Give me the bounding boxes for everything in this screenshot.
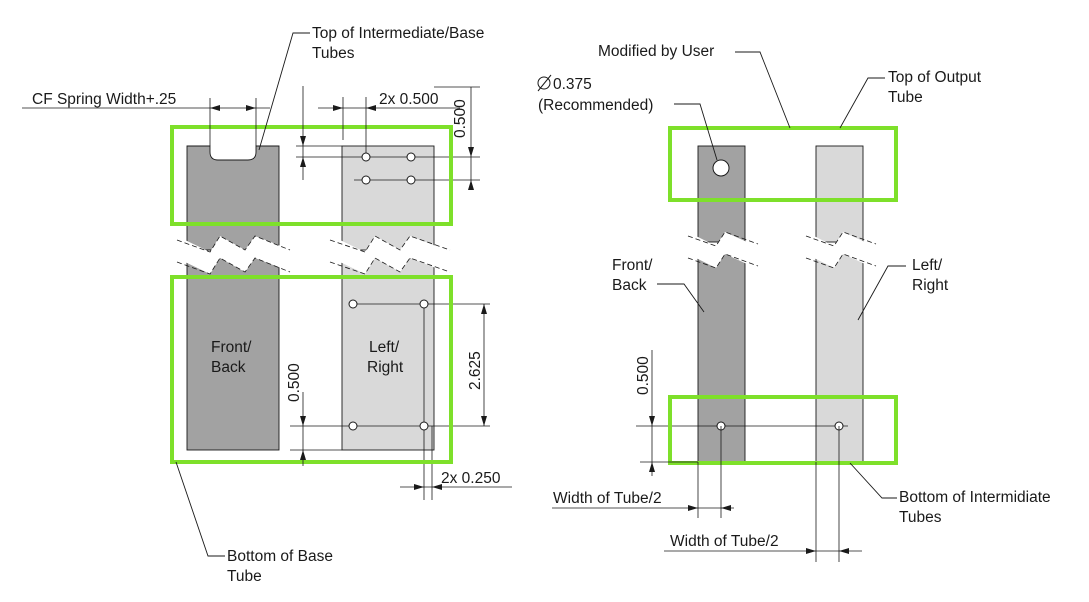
dim-2625: 2.625: [467, 304, 487, 426]
recommended-hole: [712, 159, 730, 177]
hole: [406, 175, 416, 185]
hole: [406, 152, 416, 162]
left-right-label-left-1: Left/: [369, 339, 400, 356]
diameter-icon: [537, 74, 552, 92]
dim-2x-0250: 2x 0.250: [400, 470, 512, 490]
tube-break-gap: [185, 236, 281, 274]
dim-2625-label: 2.625: [467, 351, 484, 390]
top-intermediate-base-callout: Top of Intermediate/Base Tubes: [258, 25, 484, 151]
dim-2x-0500: 2x 0.500: [318, 91, 460, 153]
left-right-tube-upper: [815, 145, 864, 243]
highlight-box-bottom-left: [170, 275, 453, 464]
modified-by-user-callout: Modified by User: [598, 43, 791, 129]
hole-diameter-callout: 0.375 (Recommended): [537, 74, 718, 161]
upper-holes: [296, 152, 480, 185]
cf-spring-width-dimension: CF Spring Width+.25: [22, 91, 270, 146]
highlight-box-top-right: [668, 126, 898, 202]
dim-0500-right-label: 0.500: [635, 356, 652, 395]
front-back-label-left-1: Front/: [211, 339, 252, 356]
modified-by-user-label: Modified by User: [598, 43, 714, 60]
front-back-tube-upper: [186, 145, 280, 251]
top-intermediate-base-label-2: Tubes: [312, 45, 355, 62]
left-right-tube-upper: [341, 145, 435, 251]
left-right-label-left-2: Right: [367, 359, 404, 376]
dim-0500-top-label: 0.500: [452, 99, 469, 138]
dim-2x-0500-label: 2x 0.500: [379, 91, 439, 108]
left-right-right-label-1: Left/: [912, 257, 943, 274]
bottom-base-label-2: Tube: [227, 568, 262, 585]
dim-0500-right: 0.500: [635, 350, 698, 476]
lower-holes: [290, 299, 490, 500]
hole: [348, 299, 358, 309]
hole: [348, 421, 358, 431]
recommended-label: (Recommended): [538, 97, 653, 114]
top-intermediate-base-label-1: Top of Intermediate/Base: [312, 25, 484, 42]
hole-diameter-label: 0.375: [553, 76, 592, 93]
bottom-intermediate-label-1: Bottom of Intermidiate: [899, 489, 1051, 506]
width-half-label-1: Width of Tube/2: [553, 490, 662, 507]
dim-0500-top: 0.500: [434, 86, 480, 190]
bottom-intermediate-label-2: Tubes: [899, 509, 942, 526]
left-assembly: Front/ Back Left/ Right CF Spring Width+…: [22, 25, 512, 585]
front-back-right-label-1: Front/: [612, 257, 653, 274]
left-right-right-label-2: Right: [912, 277, 949, 294]
cf-spring-width-label: CF Spring Width+.25: [32, 91, 176, 108]
front-back-right-callout: Front/ Back: [612, 257, 705, 313]
left-right-tube-lower: [815, 251, 864, 463]
hole: [361, 152, 371, 162]
hole: [361, 175, 371, 185]
bottom-base-label-1: Bottom of Base: [227, 548, 333, 565]
highlight-box-bottom-right: [668, 395, 898, 465]
left-right-tube-lower: [341, 257, 435, 451]
left-right-right-callout: Left/ Right: [857, 257, 949, 321]
hole: [419, 421, 429, 431]
bottom-base-callout: Bottom of Base Tube: [175, 461, 333, 585]
front-back-tube-lower: [186, 257, 280, 451]
right-assembly: Modified by User 0.375 (Recommended) Top…: [537, 43, 1051, 562]
bottom-intermediate-callout: Bottom of Intermidiate Tubes: [849, 462, 1051, 526]
top-output-callout: Top of Output Tube: [839, 69, 982, 129]
left-right-tube-left: [329, 145, 451, 451]
dim-top-left-small: [296, 86, 342, 180]
top-output-label-2: Tube: [888, 89, 923, 106]
front-back-tube-left: [176, 145, 291, 451]
width-half-dim-2: Width of Tube/2: [664, 426, 862, 562]
width-half-dim-1: Width of Tube/2: [552, 426, 734, 518]
highlight-box-top-left: [170, 125, 453, 226]
left-right-tube-right: [805, 145, 877, 463]
dim-2x-0250-label: 2x 0.250: [441, 470, 501, 487]
front-back-right-label-2: Back: [612, 277, 647, 294]
top-output-label-1: Top of Output: [888, 69, 982, 86]
dim-0500-left: 0.500: [286, 363, 342, 466]
front-back-tube-lower: [697, 251, 746, 463]
width-half-label-2: Width of Tube/2: [670, 533, 779, 550]
dim-0500-left-label: 0.500: [286, 363, 303, 402]
hole: [419, 299, 429, 309]
front-back-label-left-2: Back: [211, 359, 246, 376]
